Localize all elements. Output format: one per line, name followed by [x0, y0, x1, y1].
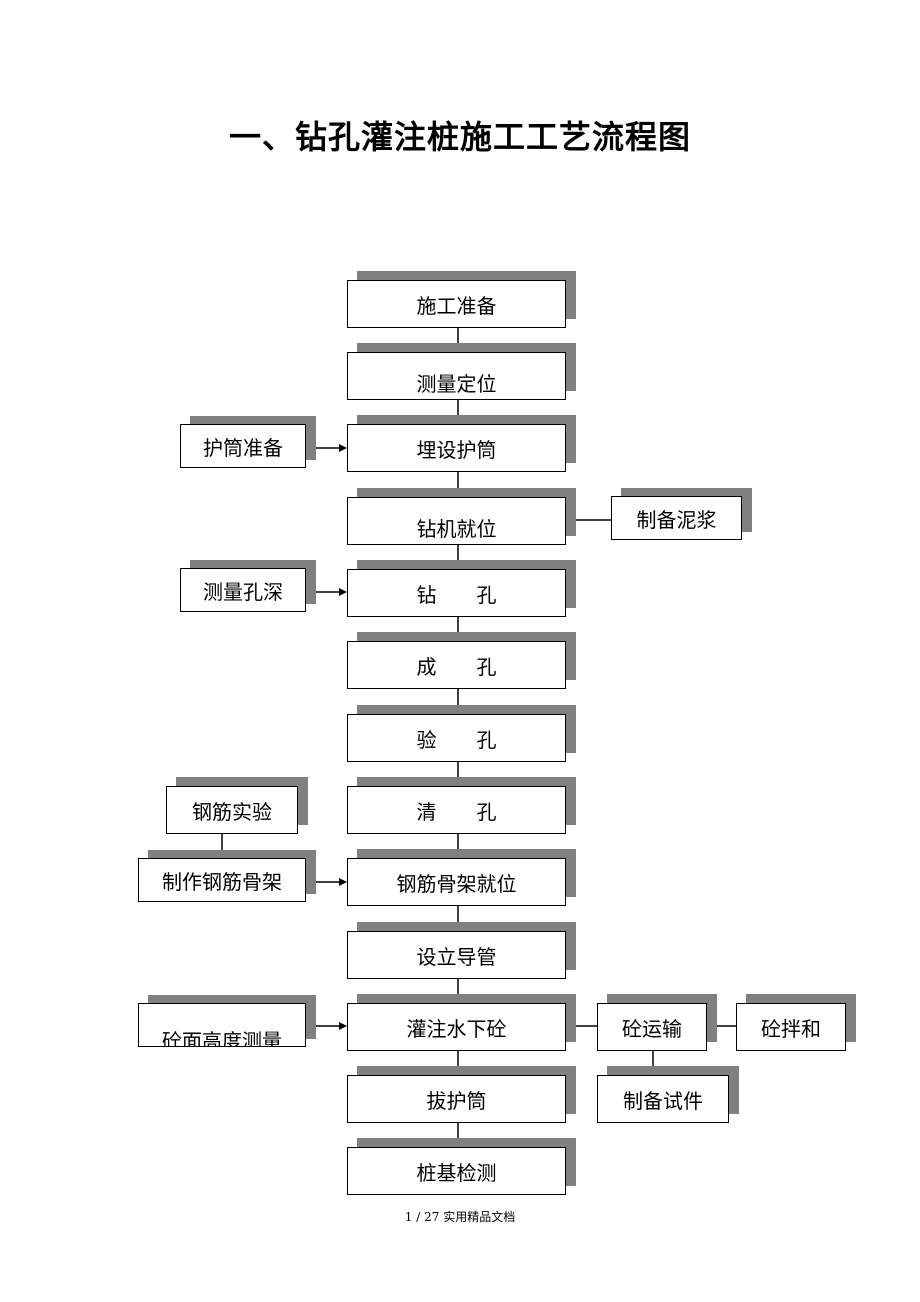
- node-label: 施工准备: [347, 280, 566, 328]
- node-label: 灌注水下砼: [347, 1003, 566, 1051]
- node-label: 桩基检测: [347, 1147, 566, 1195]
- node-label: 成 孔: [347, 641, 566, 689]
- node-label: 制作钢筋骨架: [138, 858, 306, 902]
- node-label: 制备试件: [597, 1075, 729, 1123]
- node-label: 砼运输: [597, 1003, 707, 1051]
- node-label: 钢筋骨架就位: [347, 858, 566, 906]
- node-label: 埋设护筒: [347, 424, 566, 472]
- page-title: 一、钻孔灌注桩施工工艺流程图: [228, 118, 691, 156]
- node-label: 钻机就位: [347, 497, 566, 545]
- node-label: 砼拌和: [736, 1003, 846, 1051]
- node-label: 验 孔: [347, 714, 566, 762]
- node-label: 制备泥浆: [611, 496, 742, 540]
- node-label: 钻 孔: [347, 569, 566, 617]
- node-label: 设立导管: [347, 931, 566, 979]
- node-label: 清 孔: [347, 786, 566, 834]
- node-label: 拔护筒: [347, 1075, 566, 1123]
- node-label: 护筒准备: [180, 424, 306, 468]
- node-label: 钢筋实验: [166, 786, 298, 834]
- node-label: 测量孔深: [180, 568, 306, 612]
- page-footer: 1 / 27 实用精品文档: [404, 1210, 516, 1224]
- node-label: 测量定位: [347, 352, 566, 400]
- node-label: 砼面高度测量: [162, 1029, 282, 1047]
